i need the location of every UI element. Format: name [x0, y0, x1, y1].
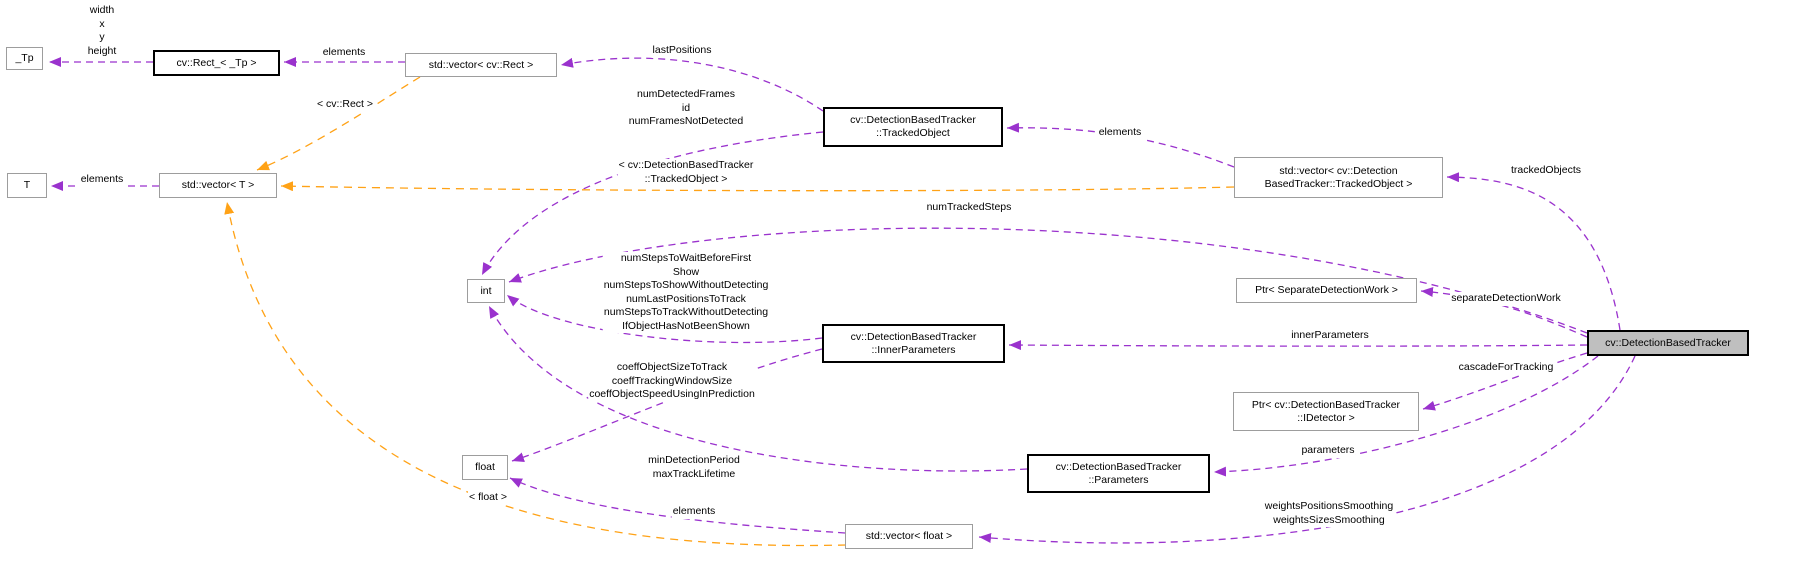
- node-ptr-separate-detection-work: Ptr< SeparateDetectionWork >: [1236, 278, 1417, 303]
- edge-label-cascade-for-tracking: cascadeForTracking: [1457, 361, 1555, 375]
- edge-main-to-innerparameters: [1008, 340, 1588, 351]
- edge-main-to-vecfloat: [978, 355, 1636, 544]
- edge-label-tracked-int-fields: numDetectedFrames id numFramesNotDetecte…: [627, 88, 745, 129]
- edge-label-rect-fields: width x y height: [86, 4, 118, 58]
- edge-main-to-parameters: [1213, 355, 1599, 477]
- edge-label-template-rect: < cv::Rect >: [315, 98, 375, 112]
- edge-label-elements-rect: elements: [321, 46, 367, 60]
- edge-label-parameters: parameters: [1300, 444, 1356, 458]
- edge-parameters-to-int: [488, 305, 1028, 472]
- node-tp: _Tp: [6, 47, 43, 70]
- edge-label-elements-vec-t: elements: [79, 173, 125, 187]
- node-float: float: [462, 455, 508, 480]
- edge-label-tracked-objects: trackedObjects: [1509, 164, 1583, 178]
- edge-vecfloat-to-vect-template: [224, 201, 847, 547]
- node-vector-t: std::vector< T >: [159, 173, 277, 198]
- node-vector-float: std::vector< float >: [845, 524, 973, 549]
- edge-label-inner-float-fields: coeffObjectSizeToTrack coeffTrackingWind…: [588, 361, 756, 402]
- edge-label-num-tracked-steps: numTrackedSteps: [925, 201, 1013, 215]
- edge-label-param-int-fields: minDetectionPeriod maxTrackLifetime: [647, 454, 741, 481]
- edge-label-inner-int-fields: numStepsToWaitBeforeFirst Show numStepsT…: [602, 252, 770, 333]
- edge-main-to-ptridetector: [1422, 352, 1588, 411]
- edge-label-last-positions: lastPositions: [651, 44, 713, 58]
- edge-label-elements-vec-tracked: elements: [1097, 126, 1143, 140]
- node-ptr-idetector: Ptr< cv::DetectionBasedTracker ::IDetect…: [1233, 392, 1419, 431]
- edge-label-template-float: < float >: [468, 491, 508, 505]
- edge-label-template-tracked: < cv::DetectionBasedTracker ::TrackedObj…: [617, 159, 755, 186]
- edge-label-weights-fields: weightsPositionsSmoothing weightsSizesSm…: [1263, 500, 1395, 527]
- edge-label-elements-vec-float: elements: [671, 505, 717, 519]
- edge-vecrect-to-vect-template: [256, 76, 421, 171]
- node-vector-tracked-object: std::vector< cv::Detection BasedTracker:…: [1234, 157, 1443, 198]
- node-vector-cv-rect: std::vector< cv::Rect >: [405, 53, 557, 77]
- node-tracked-object[interactable]: cv::DetectionBasedTracker ::TrackedObjec…: [823, 107, 1003, 147]
- edge-innerparameters-to-int: [506, 294, 823, 344]
- edge-trackedobject-to-vecrect: [560, 57, 824, 112]
- edge-trackedobject-to-int: [481, 131, 824, 276]
- node-parameters[interactable]: cv::DetectionBasedTracker ::Parameters: [1027, 454, 1210, 493]
- edge-main-to-ptrseparate: [1420, 286, 1588, 338]
- edge-main-to-vectracked: [1446, 172, 1621, 331]
- node-t: T: [7, 173, 47, 198]
- edge-label-inner-parameters: innerParameters: [1290, 329, 1370, 343]
- node-detection-based-tracker: cv::DetectionBasedTracker: [1587, 330, 1749, 356]
- edge-label-separate-detection-work: separateDetectionWork: [1450, 292, 1562, 306]
- node-cv-rect[interactable]: cv::Rect_< _Tp >: [153, 50, 280, 76]
- edge-vectracked-to-vect-template: [280, 181, 1235, 192]
- node-inner-parameters[interactable]: cv::DetectionBasedTracker ::InnerParamet…: [822, 324, 1005, 363]
- node-int: int: [467, 279, 505, 303]
